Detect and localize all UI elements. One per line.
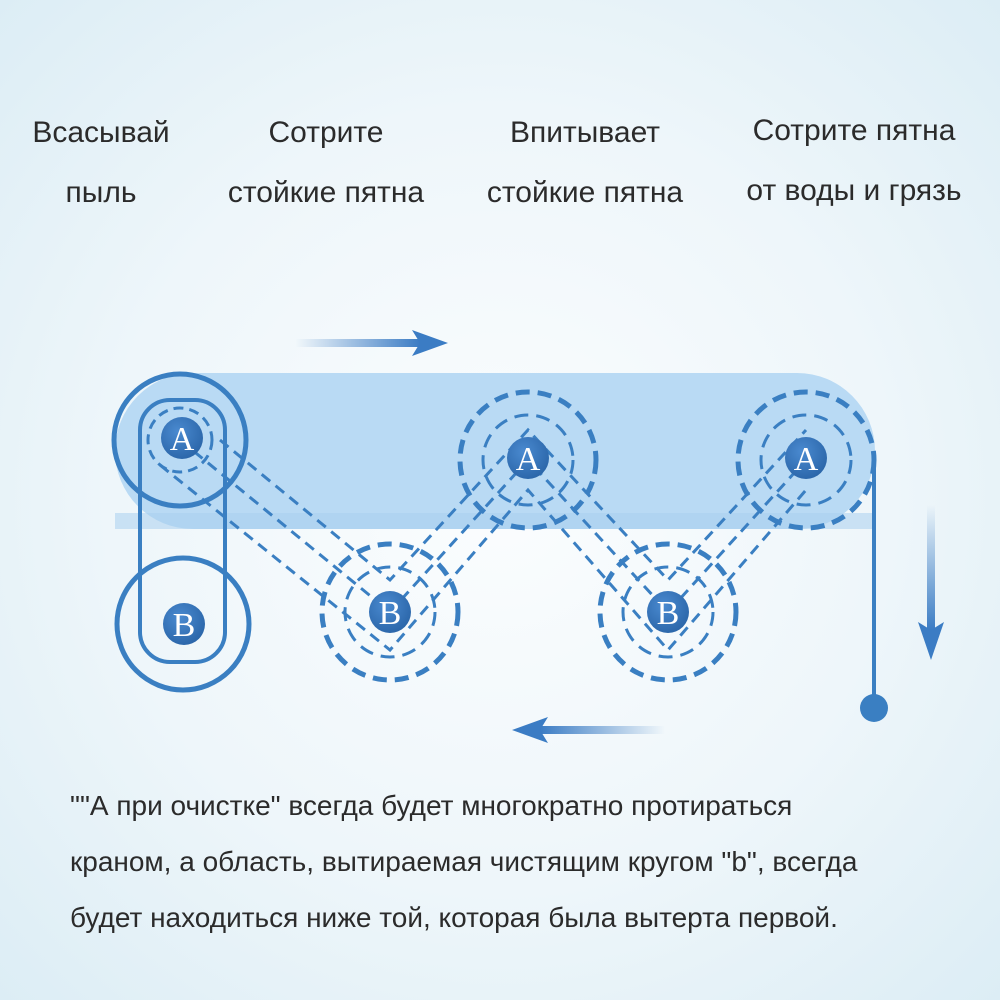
step-label-line: Сотрите пятна <box>752 114 956 147</box>
step-label-line: Сотрите <box>268 116 384 149</box>
exit-line <box>860 452 888 722</box>
disc-letter: B <box>379 595 402 632</box>
arrow-down <box>918 505 944 660</box>
caption-line: ""А при очистке" всегда будет многократн… <box>70 790 793 821</box>
step-label-water-dirt: Сотрите пятна от воды и грязь <box>725 101 983 221</box>
disc-a-start: A <box>161 417 203 459</box>
disc-b-left: B <box>369 591 411 633</box>
arrow-right <box>295 330 448 356</box>
dashed-rings-bottom-right <box>597 541 739 683</box>
disc-a-right: A <box>785 437 827 479</box>
disc-letter: B <box>657 595 680 632</box>
disc-b-start: B <box>163 603 205 645</box>
disc-letter: A <box>170 421 195 458</box>
step-label-line: от воды и грязь <box>746 174 962 207</box>
step-label-suction: Всасывай пыль <box>15 103 187 223</box>
disc-letter: B <box>173 607 196 644</box>
step-label-line: стойкие пятна <box>227 176 425 209</box>
step-label-wipe: Сотрите стойкие пятна <box>210 103 442 223</box>
step-label-line: пыль <box>65 176 137 209</box>
disc-a-center: A <box>507 437 549 479</box>
step-label-line: Всасывай <box>32 116 170 149</box>
dashed-rings-bottom-left <box>319 541 461 683</box>
disc-letter: A <box>794 441 819 478</box>
disc-b-right: B <box>647 591 689 633</box>
caption-line: краном, а область, вытираемая чистящим к… <box>70 846 858 877</box>
caption-text: ""А при очистке" всегда будет многократн… <box>70 778 970 946</box>
step-label-absorb: Впитывает стойкие пятна <box>470 103 700 223</box>
arrow-left <box>512 717 665 743</box>
start-device-outline <box>111 371 252 693</box>
disc-letter: A <box>516 441 541 478</box>
dashed-rings-top-center <box>457 389 599 531</box>
cleaning-band <box>115 373 875 529</box>
caption-line: будет находиться ниже той, которая была … <box>70 902 838 933</box>
step-label-line: стойкие пятна <box>486 176 684 209</box>
step-label-line: Впитывает <box>509 116 661 149</box>
